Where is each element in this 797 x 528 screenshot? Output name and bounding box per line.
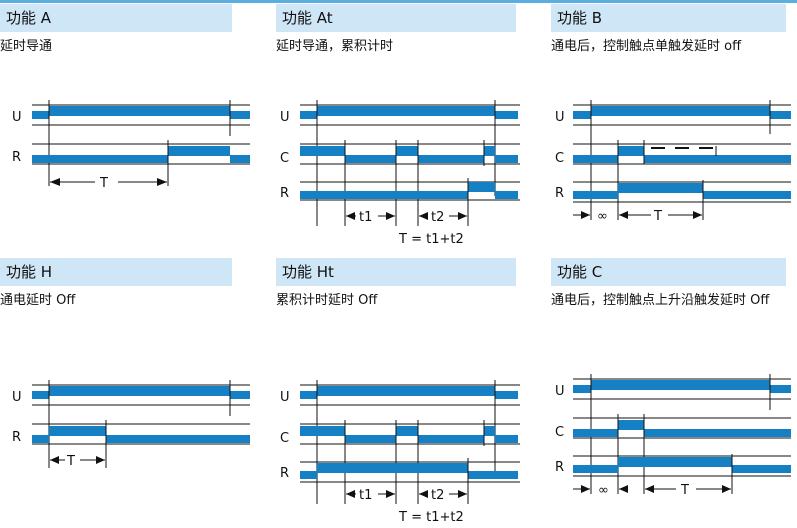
panel-function-ht: 功能 Ht 累积计时延时 Off U C R — [276, 258, 536, 525]
label-infinity: ∞ — [598, 483, 609, 498]
panel-description: 通电后，控制触点单触发延时 off — [551, 39, 742, 54]
label-c: C — [280, 151, 289, 166]
label-r: R — [12, 430, 21, 445]
label-u: U — [280, 390, 290, 405]
label-r: R — [555, 186, 564, 201]
label-t: T — [99, 176, 108, 191]
label-t2: t2 — [431, 210, 444, 225]
label-sum: T = t1+t2 — [398, 510, 464, 525]
label-c: C — [555, 425, 564, 440]
timing-diagram-ht: U C R t1 t2 T = t1+t2 — [280, 380, 520, 525]
label-r: R — [12, 150, 21, 165]
label-r: R — [555, 460, 564, 475]
label-r: R — [280, 466, 289, 481]
label-infinity: ∞ — [597, 209, 608, 224]
timing-diagram-a: U R T — [12, 100, 250, 191]
label-r: R — [280, 186, 289, 201]
label-t1: t1 — [359, 210, 372, 225]
label-t1: t1 — [359, 488, 372, 503]
label-u: U — [555, 384, 565, 399]
label-c: C — [280, 431, 289, 446]
label-u: U — [555, 110, 565, 125]
panel-function-h: 功能 H 通电延时 Off U R T — [0, 258, 250, 518]
label-t2: t2 — [431, 488, 444, 503]
panel-function-c: 功能 C 通电后，控制触点上升沿触发延时 Off U C R ∞ — [551, 258, 797, 523]
panel-title: 功能 A — [0, 4, 232, 32]
timing-diagram-h: U R T — [12, 380, 250, 469]
panel-description: 累积计时延时 Off — [276, 293, 378, 308]
label-t: T — [680, 483, 689, 498]
label-u: U — [12, 390, 22, 405]
label-c: C — [555, 151, 564, 166]
panel-description: 延时导通，累积计时 — [276, 39, 394, 54]
label-sum: T = t1+t2 — [398, 232, 464, 247]
label-t: T — [66, 454, 75, 469]
label-t: T — [653, 209, 662, 224]
panel-description: 通电延时 Off — [0, 293, 76, 308]
timing-diagram-at: U C R t1 t2 T = t1+t2 — [280, 100, 520, 247]
panel-description: 延时导通 — [0, 39, 53, 54]
panel-title: 功能 At — [276, 4, 516, 32]
top-accent-line — [0, 0, 797, 3]
panel-description: 通电后，控制触点上升沿触发延时 Off — [551, 293, 770, 308]
panel-title: 功能 Ht — [276, 258, 516, 286]
panel-function-a: 功能 A 延时导通 U R T — [0, 4, 250, 254]
timing-diagram-b: U C R ∞ T — [555, 100, 791, 224]
panel-title: 功能 H — [0, 258, 232, 286]
panel-function-b: 功能 B 通电后，控制触点单触发延时 off U C R — [551, 4, 797, 254]
panel-title: 功能 B — [551, 4, 786, 32]
label-u: U — [12, 110, 22, 125]
panel-title: 功能 C — [551, 258, 786, 286]
timing-diagram-c: U C R ∞ T — [555, 374, 791, 498]
label-u: U — [280, 110, 290, 125]
panel-function-at: 功能 At 延时导通，累积计时 U C R — [276, 4, 536, 254]
